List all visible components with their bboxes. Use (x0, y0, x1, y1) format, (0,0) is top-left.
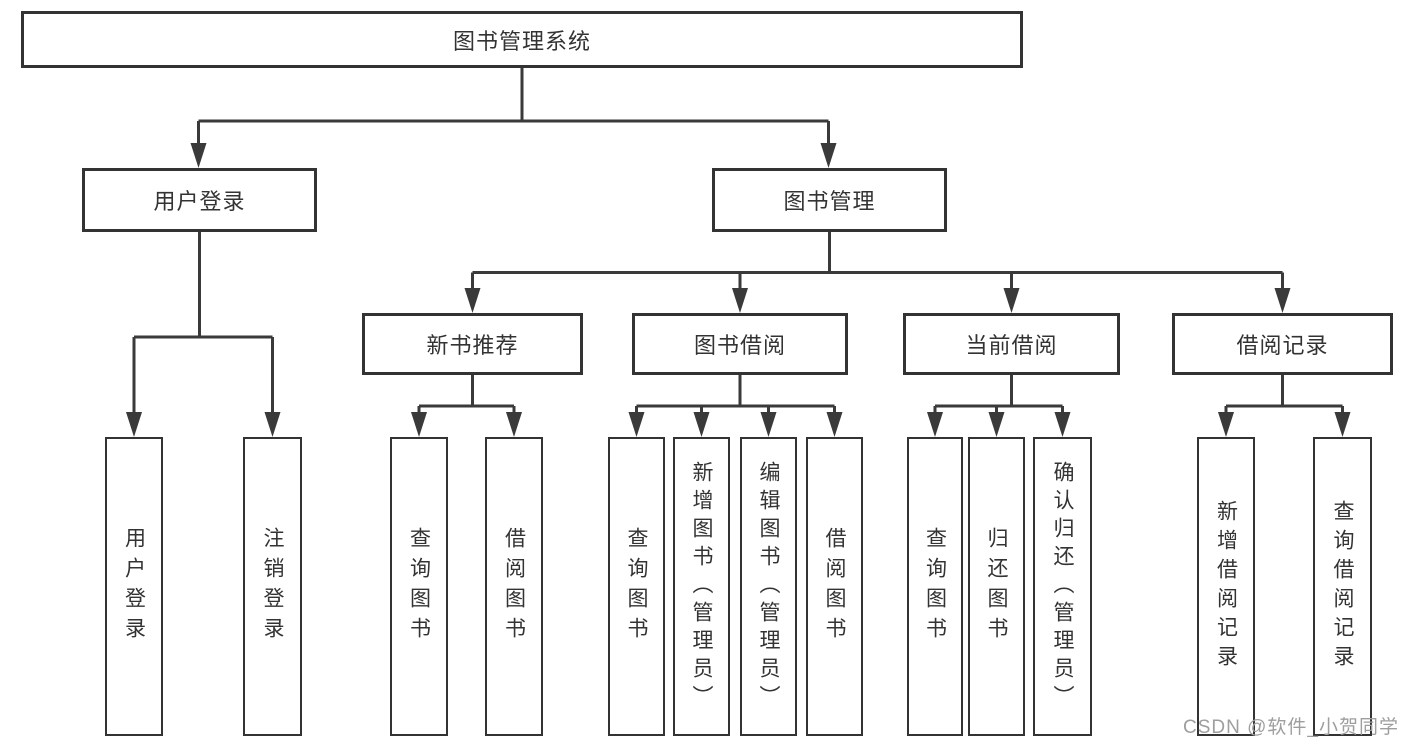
arrowhead (1274, 288, 1291, 313)
node-current-borrow: 当前借阅 (903, 313, 1120, 375)
leaf-record-query-borrow-record: 查询借阅记录 (1313, 437, 1372, 736)
node-book-borrow: 图书借阅 (632, 313, 848, 375)
leaf-borrow-borrow-books: 借阅图书 (806, 437, 863, 736)
leaf-borrow-query-books: 查询图书 (608, 437, 665, 736)
leaf-borrow-add-books-admin: 新增图书（管理员） (673, 437, 730, 736)
arrowhead (820, 143, 837, 168)
arrowhead (927, 412, 943, 437)
node-borrow-record: 借阅记录 (1172, 313, 1393, 375)
leaf-logout: 注销登录 (243, 437, 302, 736)
arrowhead (464, 288, 481, 313)
leaf-record-add-borrow-record: 新增借阅记录 (1197, 437, 1255, 736)
user-login-connector (132, 231, 274, 417)
arrowhead (988, 412, 1005, 437)
arrowhead (1334, 412, 1351, 437)
arrowhead (264, 412, 281, 437)
new-book-rec-connector (417, 374, 516, 417)
leaf-current-confirm-return-admin: 确认归还（管理员） (1033, 437, 1092, 736)
leaf-current-query-books: 查询图书 (907, 437, 963, 736)
borrow-record-connector (1224, 374, 1344, 417)
leaf-current-return-books: 归还图书 (968, 437, 1025, 736)
arrowhead (760, 412, 777, 437)
current-borrow-connector (933, 374, 1064, 417)
book-mgmt-connector (471, 231, 1284, 293)
arrowhead (1003, 288, 1020, 313)
arrowhead (126, 412, 142, 437)
leaf-newrec-borrow-books: 借阅图书 (485, 437, 543, 736)
node-user-login: 用户登录 (82, 168, 317, 232)
arrowhead (1218, 412, 1234, 437)
csdn-watermark: CSDN @软件_小贺同学 (1183, 717, 1399, 738)
arrowhead (506, 412, 522, 437)
arrowhead (411, 412, 427, 437)
arrowhead (732, 288, 748, 313)
arrowhead (190, 143, 207, 168)
arrowhead (826, 412, 843, 437)
leaf-newrec-query-books: 查询图书 (390, 437, 448, 736)
node-book-management: 图书管理 (712, 168, 947, 232)
node-root: 图书管理系统 (21, 11, 1023, 68)
leaf-user-login: 用户登录 (105, 437, 163, 736)
node-new-book-recommend: 新书推荐 (362, 313, 583, 375)
arrowhead (1054, 412, 1071, 437)
leaf-borrow-edit-books-admin: 编辑图书（管理员） (740, 437, 797, 736)
book-borrow-connector (635, 374, 836, 417)
arrowheads (126, 143, 1351, 437)
arrowhead (693, 412, 710, 437)
root-connector (197, 67, 830, 148)
arrowhead (628, 412, 645, 437)
